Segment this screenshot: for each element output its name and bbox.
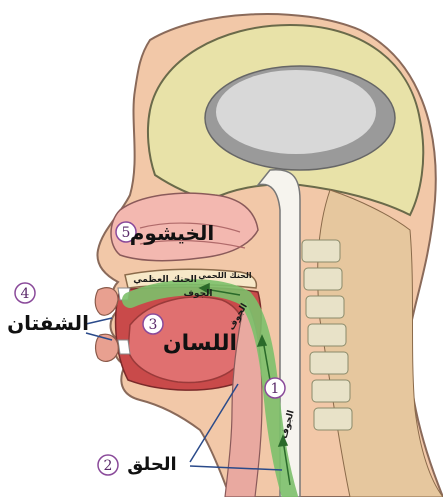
lips	[95, 288, 118, 316]
label-tongue: اللسان	[163, 331, 237, 356]
label-cavity-1: الجوف	[183, 289, 212, 299]
brain-highlight	[216, 70, 376, 154]
label-throat: الحلق	[127, 454, 176, 475]
label-hard-palate: الحنك العظمي	[133, 275, 197, 285]
number-4: 4	[21, 286, 30, 302]
number-1: 1	[271, 381, 280, 397]
number-2: 2	[104, 458, 113, 474]
label-nasal: الخيشوم	[130, 221, 215, 245]
label-lips: الشفتان	[7, 311, 89, 335]
label-soft-palate: الحنك اللحمي	[198, 271, 252, 280]
number-3: 3	[149, 317, 158, 333]
